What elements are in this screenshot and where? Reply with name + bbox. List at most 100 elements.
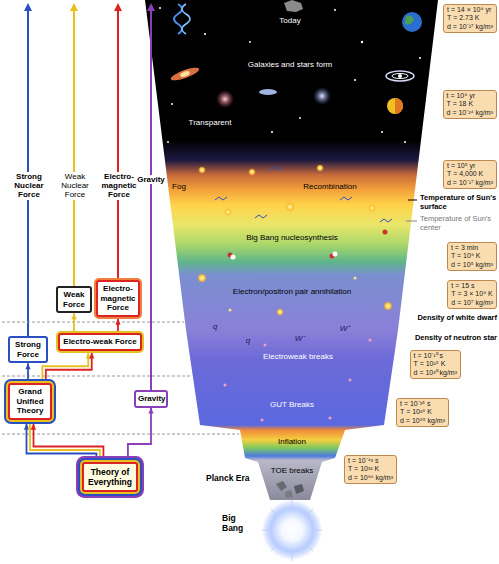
theory-name: Grand Unified Theory [12,387,48,416]
data-box: t = 3 minT = 10⁹ Kd = 10⁵ kg/m³ [447,242,497,271]
era-label: Transparent [189,118,232,127]
force-box: Electro-weak Force [58,333,142,351]
arrowhead [31,424,36,430]
data-box: t = 10⁻⁴³ sT = 10³² Kd = 10⁹⁶ kg/m³ [344,455,397,484]
data-line: T = 2.73 K [447,14,493,22]
particle-label: q [246,336,250,345]
star [204,33,206,35]
particle-label: q [213,322,217,331]
force-box: Weak Force [56,286,92,313]
reference-label: Temperature of Sun's surface [420,194,497,211]
force-label: Gravity [136,175,166,184]
photon [255,215,267,218]
data-line: T = 10³² K [348,465,393,473]
planck-foam [294,484,304,494]
photon [215,197,227,200]
era-label: Electroweak breaks [263,352,333,361]
light-flash [248,168,256,176]
force-connector [115,319,120,331]
force-label: Strong Nuclear Force [5,172,53,200]
data-line: t = 10⁹ yr [447,92,493,100]
connector-line [30,424,100,456]
dashed-divider [2,376,192,377]
arrowhead [89,353,94,359]
star [419,57,421,59]
data-box: t = 10⁵ yrT = 4,000 Kd = 10⁻¹⁷ kg/m³ [443,160,497,189]
force-name: Electro-weak Force [62,337,138,347]
data-box: t = 14 × 10⁹ yrT = 2.73 Kd = 10⁻²⁷ kg/m³ [443,4,497,33]
data-line: T = 3 × 10⁹ K [451,290,493,298]
photon [270,167,282,170]
star [381,131,383,133]
star [299,117,301,119]
leader-line [406,221,417,222]
era-label: Recombination [303,182,356,191]
theory-name: Theory of Everything [86,467,134,487]
data-line: d = 10⁻¹⁷ kg/m³ [447,179,493,187]
data-line: T = 4,000 K [447,170,493,178]
leader-lines [406,200,417,221]
era-label: Electron/positron pair annihilation [233,287,351,296]
annihilation-flash [383,301,393,311]
era-label: Big Bang nucleosynthesis [246,233,338,242]
force-box: Strong Force [8,336,48,363]
particle [329,417,332,420]
data-box: t = 10⁻³⁵ sT = 10²⁸ Kd = 10⁸⁵ kg/m³ [396,398,449,427]
force-connector [24,424,104,456]
particle [224,384,227,387]
data-line: d = 10⁵ kg/m³ [451,261,493,269]
light-flash [224,208,232,216]
force-connector [128,408,154,456]
era-label: Inflation [278,437,306,446]
era-dividers [2,322,239,434]
era-label: Galaxies and stars form [248,60,332,69]
annihilation-flash [276,308,284,316]
force-connector [71,313,76,331]
data-line: t = 3 min [451,244,493,252]
reference-label: Density of neutron star [415,334,497,343]
connector-line [27,424,97,456]
nucleus [231,255,236,260]
dashed-divider [2,322,184,323]
connector-line [46,353,92,379]
star [167,141,169,143]
star [171,103,173,105]
era-label: Fog [172,182,186,191]
data-line: t = 10⁻³⁵ s [400,400,445,408]
reference-label: Temperature of Sun's center [420,215,497,232]
light-flash [285,202,295,212]
galaxy [259,89,277,95]
particle [264,344,267,347]
star [249,41,251,43]
arrowhead [147,3,155,11]
dna-strand [174,4,182,34]
nucleus [383,230,388,235]
weak-force-line [73,10,75,286]
data-line: t = 10⁵ yr [447,162,493,170]
data-line: T = 10¹⁵ K [414,360,457,368]
arrowhead [115,319,120,325]
data-line: t = 15 s [451,282,493,290]
data-box: t = 15 sT = 3 × 10⁹ Kd = 10⁷ kg/m³ [447,280,497,309]
star [334,9,336,11]
arrowhead [24,3,32,11]
arrowhead [71,313,76,319]
star-sun [395,98,403,114]
particle-label: W⁺ [340,324,351,333]
particle [354,277,357,280]
em-force-line [117,10,119,280]
dashed-divider [2,434,239,435]
data-box: t = 10⁹ yrT = 18 Kd = 10⁻²⁴ kg/m³ [443,90,497,119]
particle-label: W⁻ [295,334,306,343]
era-label: Big Bang [222,514,256,534]
leader-line [408,200,417,201]
data-line: t = 10⁻⁴³ s [348,457,393,465]
arrowhead [70,3,78,11]
protogalaxy [313,87,331,105]
arrowhead [25,363,30,369]
reference-label: Density of white dwarf [417,314,497,323]
light-flash [368,204,376,212]
theory-box: Grand Unified Theory [8,383,52,420]
